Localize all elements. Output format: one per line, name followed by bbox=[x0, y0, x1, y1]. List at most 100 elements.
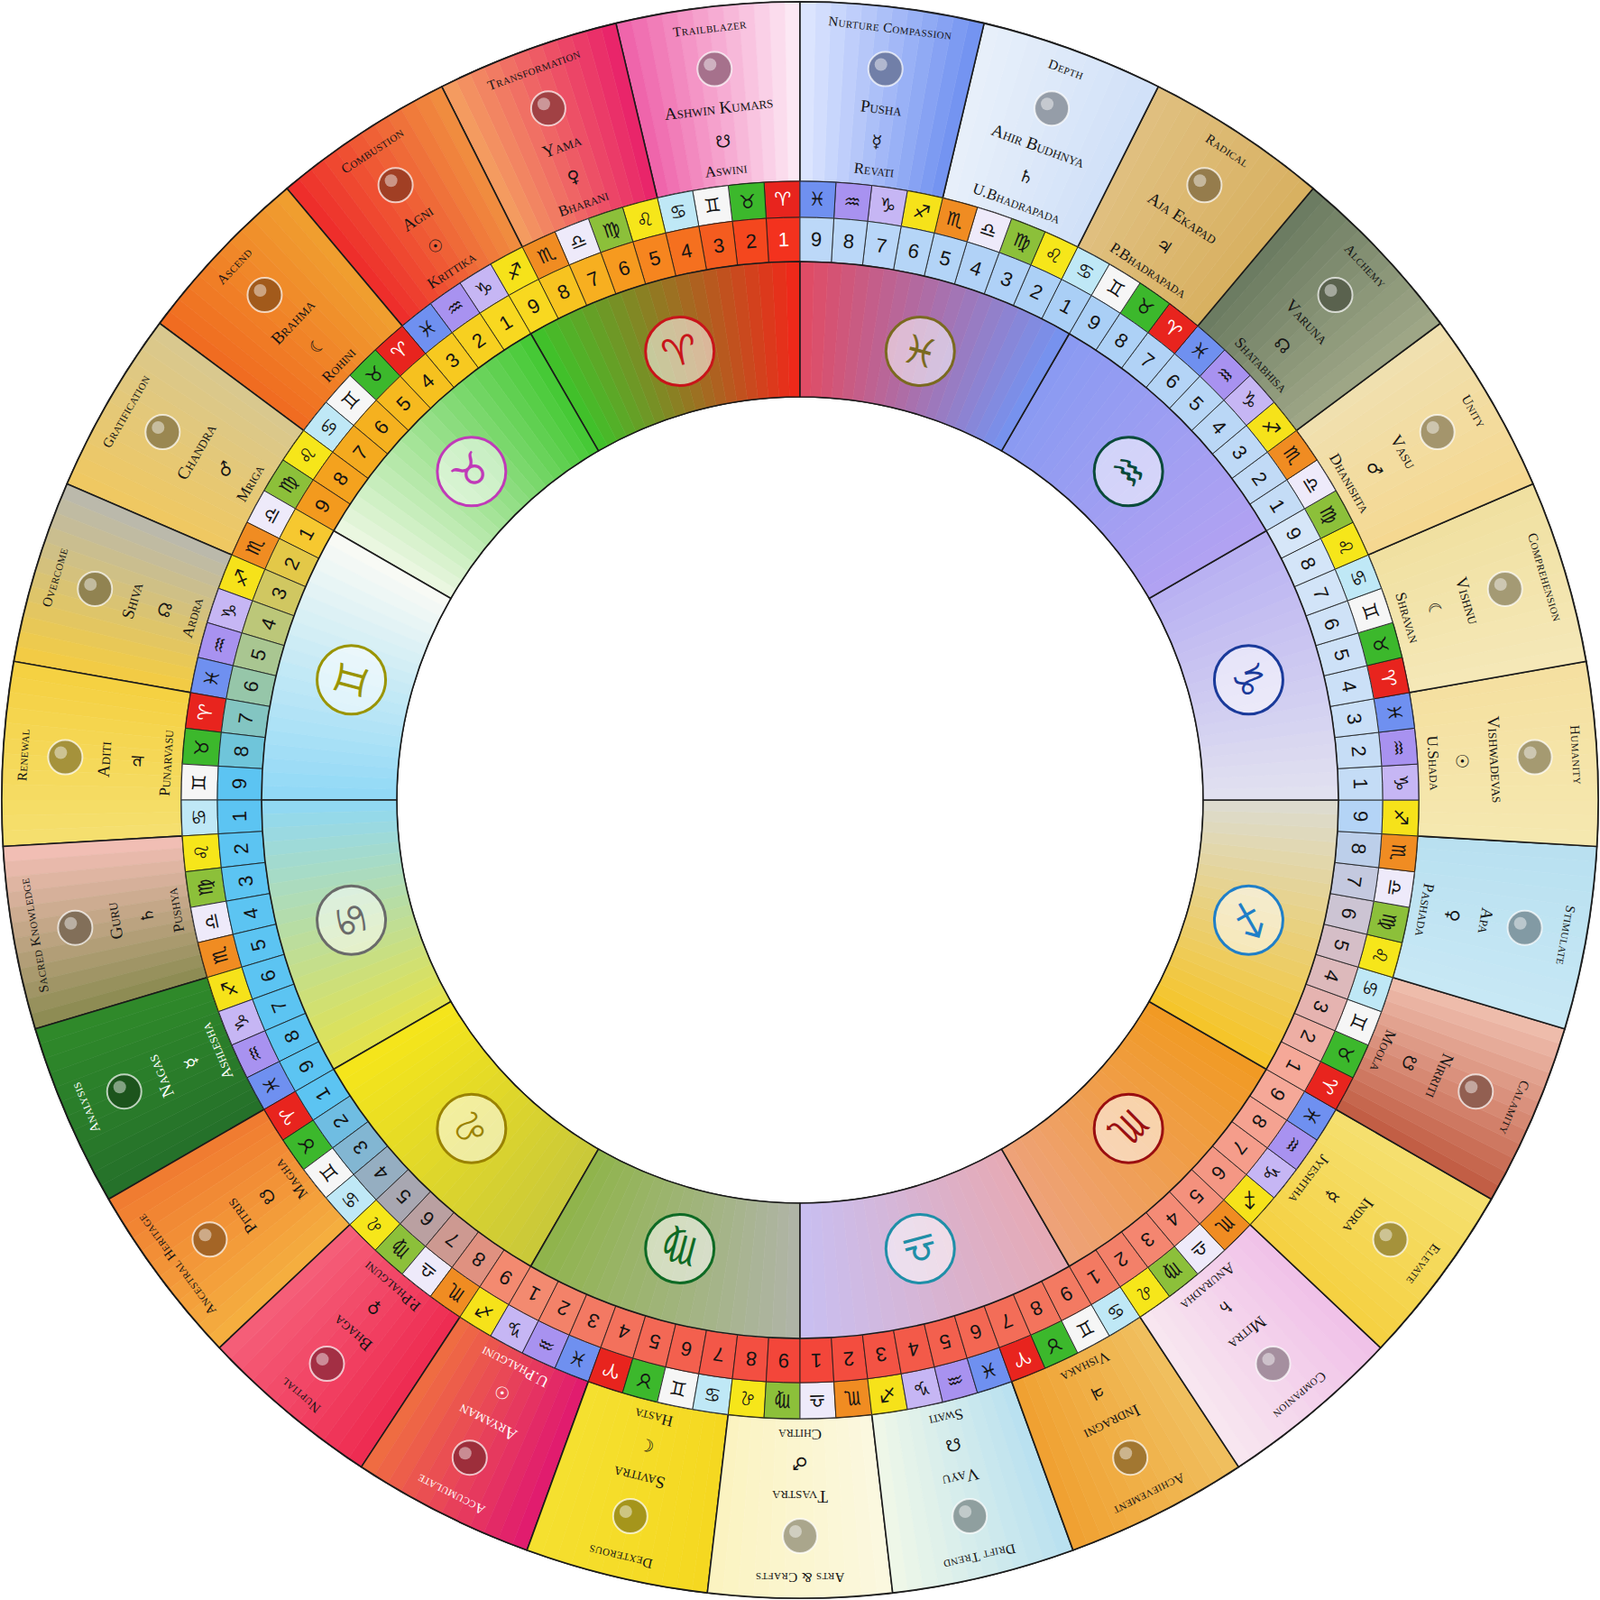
deity-name: Aditi bbox=[94, 741, 115, 779]
navamsa-sign: ♍ bbox=[773, 1388, 792, 1412]
navamsa-sign: ♐ bbox=[910, 199, 932, 224]
ruling-planet: ♂ bbox=[791, 1454, 808, 1473]
text-holder: ♑ bbox=[869, 193, 905, 220]
ruling-planet: ♃ bbox=[128, 753, 148, 770]
text-holder: Arts & Crafts bbox=[732, 1569, 868, 1586]
deity-icon-shine bbox=[789, 1525, 802, 1538]
deity-icon-shine bbox=[385, 174, 398, 187]
navamsa-sign: ♏ bbox=[207, 944, 233, 966]
text-holder: 1 bbox=[768, 229, 800, 252]
text-holder: ♌ bbox=[730, 1386, 765, 1411]
navamsa-sign: ♐ bbox=[876, 1382, 897, 1407]
navamsa-sign: ♈ bbox=[773, 188, 792, 212]
deity-icon bbox=[309, 1346, 344, 1381]
navamsa-sign: ♑ bbox=[216, 599, 243, 623]
deity-icon-shine bbox=[151, 421, 165, 434]
deity-icon-shine bbox=[958, 1505, 972, 1518]
ruling-planet: ♄ bbox=[1016, 165, 1038, 189]
navamsa-sign: ♐ bbox=[1388, 809, 1412, 828]
navamsa-sign: ♑ bbox=[910, 1376, 932, 1401]
text-holder: ♊ bbox=[188, 765, 212, 800]
ruling-planet: ☿ bbox=[870, 131, 883, 151]
navamsa-sign: ♊ bbox=[702, 193, 723, 218]
deity-icon bbox=[247, 277, 282, 313]
pada-cell: 9 bbox=[215, 763, 266, 802]
deity-icon bbox=[1318, 277, 1353, 313]
text-holder: 8 bbox=[735, 1345, 768, 1371]
text-holder: ♂ bbox=[781, 1453, 819, 1473]
pada-number: 3 bbox=[873, 1342, 889, 1367]
deity-icon bbox=[107, 1074, 142, 1109]
navamsa-sign: ♎ bbox=[199, 910, 224, 932]
deity-icon-shine bbox=[54, 746, 67, 760]
deity-icon bbox=[1488, 571, 1523, 607]
navamsa-box: ♐ bbox=[1379, 798, 1421, 838]
deity-icon-shine bbox=[1524, 746, 1537, 760]
deity-icon bbox=[1373, 1222, 1408, 1257]
navamsa-sign: ♋ bbox=[668, 199, 690, 224]
ruling-planet: ♄ bbox=[136, 906, 157, 925]
navamsa-sign: ♓ bbox=[1382, 702, 1407, 723]
navamsa-sign: ♑ bbox=[1388, 773, 1412, 792]
text-holder: ♎ bbox=[800, 1388, 835, 1412]
pada-number: 1 bbox=[229, 810, 251, 823]
quality-label: Humanity bbox=[1567, 724, 1586, 785]
text-holder: 9 bbox=[768, 1348, 800, 1371]
deity-icon bbox=[531, 91, 566, 126]
text-holder: 1 bbox=[800, 1348, 833, 1371]
deity-icon-shine bbox=[198, 1228, 212, 1242]
deity-icon bbox=[452, 1440, 488, 1475]
nakshatra-name: U.Shada bbox=[1423, 735, 1443, 791]
deity-icon-shine bbox=[703, 58, 717, 72]
pada-number: 3 bbox=[234, 873, 258, 889]
nakshatra-sector: Nurture CompassionPusha☿Revati bbox=[798, 0, 987, 201]
deity-icon bbox=[1508, 910, 1543, 946]
pada-number: 2 bbox=[842, 1346, 856, 1370]
text-holder: Chitra bbox=[732, 1425, 868, 1443]
quality-label: Renewal bbox=[15, 727, 33, 782]
deity-icon bbox=[1186, 167, 1222, 203]
text-holder: ♉ bbox=[189, 730, 214, 765]
deity-icon bbox=[1034, 91, 1069, 126]
ruling-planet: ☋ bbox=[714, 131, 732, 152]
ruling-planet: ☾ bbox=[637, 1434, 657, 1456]
deity-icon bbox=[77, 571, 112, 607]
text-holder: ♏ bbox=[1386, 835, 1411, 870]
text-holder: 2 bbox=[735, 229, 768, 255]
deity-icon bbox=[1256, 1346, 1291, 1381]
text-holder: ♒ bbox=[1386, 730, 1411, 765]
deity-icon bbox=[57, 910, 92, 946]
navamsa-sign: ♉ bbox=[738, 190, 758, 214]
deity-icon bbox=[1458, 1074, 1493, 1109]
nakshatra-sector: RenewalAditi♃Punarvasu bbox=[0, 659, 194, 849]
ruling-planet: ♀ bbox=[563, 165, 582, 188]
text-holder: 1 bbox=[229, 800, 252, 833]
pada-cell: 9 bbox=[763, 1334, 802, 1385]
text-holder: ☉ bbox=[1451, 743, 1472, 781]
deity-name: Tvastra bbox=[772, 1487, 828, 1506]
navamsa-sign: ♊ bbox=[188, 773, 212, 792]
navamsa-sign: ♉ bbox=[633, 1367, 655, 1393]
navamsa-sign: ♉ bbox=[190, 738, 214, 758]
deity-icon-shine bbox=[113, 1080, 127, 1094]
deity-icon-shine bbox=[619, 1505, 633, 1518]
deity-icon-shine bbox=[1494, 578, 1508, 591]
pada-number: 9 bbox=[777, 1349, 790, 1371]
text-holder: ♑ bbox=[1388, 765, 1412, 800]
text-holder: 9 bbox=[229, 768, 252, 800]
text-holder: ☿ bbox=[857, 129, 896, 154]
deity-icon-shine bbox=[83, 578, 97, 591]
pada-number: 7 bbox=[711, 1342, 727, 1367]
navamsa-sign: ♎ bbox=[977, 216, 1001, 243]
ruling-planet: ☿ bbox=[180, 1054, 202, 1072]
deity-icon bbox=[952, 1498, 987, 1534]
navamsa-sign: ♉ bbox=[1367, 633, 1393, 655]
deity-icon-shine bbox=[537, 97, 551, 111]
navamsa-sign: ♋ bbox=[702, 1382, 723, 1407]
navamsa-sign: ♏ bbox=[944, 207, 966, 233]
text-holder: ♐ bbox=[1388, 800, 1412, 835]
navamsa-sign: ♓ bbox=[199, 668, 224, 690]
navamsa-sign: ♍ bbox=[193, 876, 218, 897]
navamsa-sign: ♊ bbox=[668, 1376, 690, 1401]
